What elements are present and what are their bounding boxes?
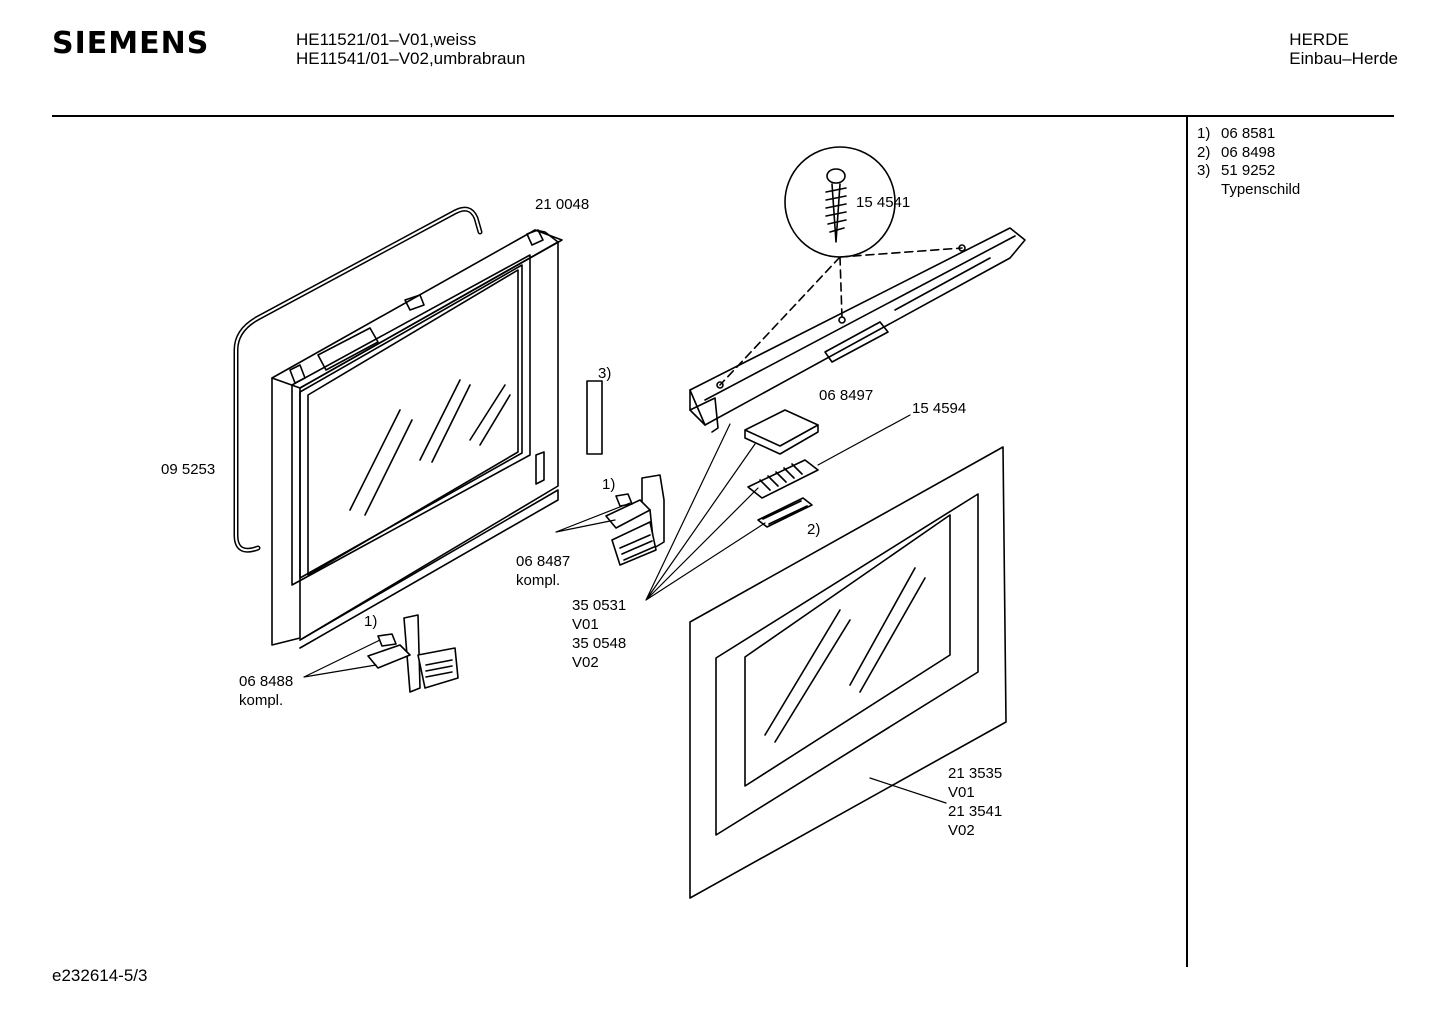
door-gasket <box>233 206 483 553</box>
label-gasket: 09 5253 <box>161 461 216 478</box>
label-rating-plate-marker: 3) <box>598 365 612 382</box>
label-screw: 15 4541 <box>856 194 911 211</box>
hinge-right <box>605 474 665 566</box>
label-inner-door: 21 0048 <box>535 196 590 213</box>
label-hinge-right-no: 06 8487 <box>516 553 571 570</box>
brand-logo: SIEMENS <box>52 26 210 61</box>
model-line-2: HE11541/01–V02,umbrabraun <box>296 49 526 68</box>
outer-door-panel <box>689 446 1007 899</box>
handle-end-cap <box>744 409 819 455</box>
screw-leaders <box>719 247 963 386</box>
rating-plate <box>586 380 603 455</box>
label-handle-grip: 15 4594 <box>912 400 967 417</box>
note-item-extra: Typenschild <box>1221 180 1301 198</box>
notes-list: 1)06 8581 2)06 8498 3)51 9252 Typenschil… <box>1197 125 1300 199</box>
label-handle-v01-no: 35 0531 <box>572 597 627 614</box>
note-item: 1)06 8581 <box>1197 125 1276 142</box>
notes-divider <box>1186 117 1188 967</box>
small-gasket <box>757 497 813 528</box>
note-item: 3)51 9252 <box>1197 162 1276 179</box>
header-divider <box>52 115 1394 117</box>
label-front-v02: V02 <box>948 822 975 839</box>
category-line-1: HERDE <box>1289 30 1349 49</box>
handle-bar <box>689 227 1026 433</box>
note-item: 2)06 8498 <box>1197 143 1276 161</box>
label-front-v02-no: 21 3541 <box>948 803 1003 820</box>
model-line-1: HE11521/01–V01,weiss <box>296 30 477 49</box>
label-hinge-right-kompl: kompl. <box>516 572 561 589</box>
label-handle-v01: V01 <box>572 616 599 633</box>
document-id: e232614-5/3 <box>52 966 148 985</box>
grip-insert <box>747 459 819 499</box>
model-list: HE11521/01–V01,weiss HE11541/01–V02,umbr… <box>296 30 525 68</box>
label-hinge-left-marker: 1) <box>364 613 378 630</box>
leader-lines <box>303 414 947 804</box>
label-hinge-left-kompl: kompl. <box>239 692 284 709</box>
hinge-left <box>367 614 459 693</box>
inner-door-frame <box>271 229 563 649</box>
label-front-v01-no: 21 3535 <box>948 765 1003 782</box>
label-hinge-left-no: 06 8488 <box>239 673 294 690</box>
category-line-2: Einbau–Herde <box>1289 49 1398 68</box>
label-front-v01: V01 <box>948 784 975 801</box>
category: HERDE Einbau–Herde <box>1289 30 1398 68</box>
label-handle-v02: V02 <box>572 654 599 671</box>
label-handle-cap: 06 8497 <box>819 387 874 404</box>
label-gasket-marker: 2) <box>807 521 821 538</box>
label-hinge-right-marker: 1) <box>602 476 616 493</box>
label-handle-v02-no: 35 0548 <box>572 635 627 652</box>
